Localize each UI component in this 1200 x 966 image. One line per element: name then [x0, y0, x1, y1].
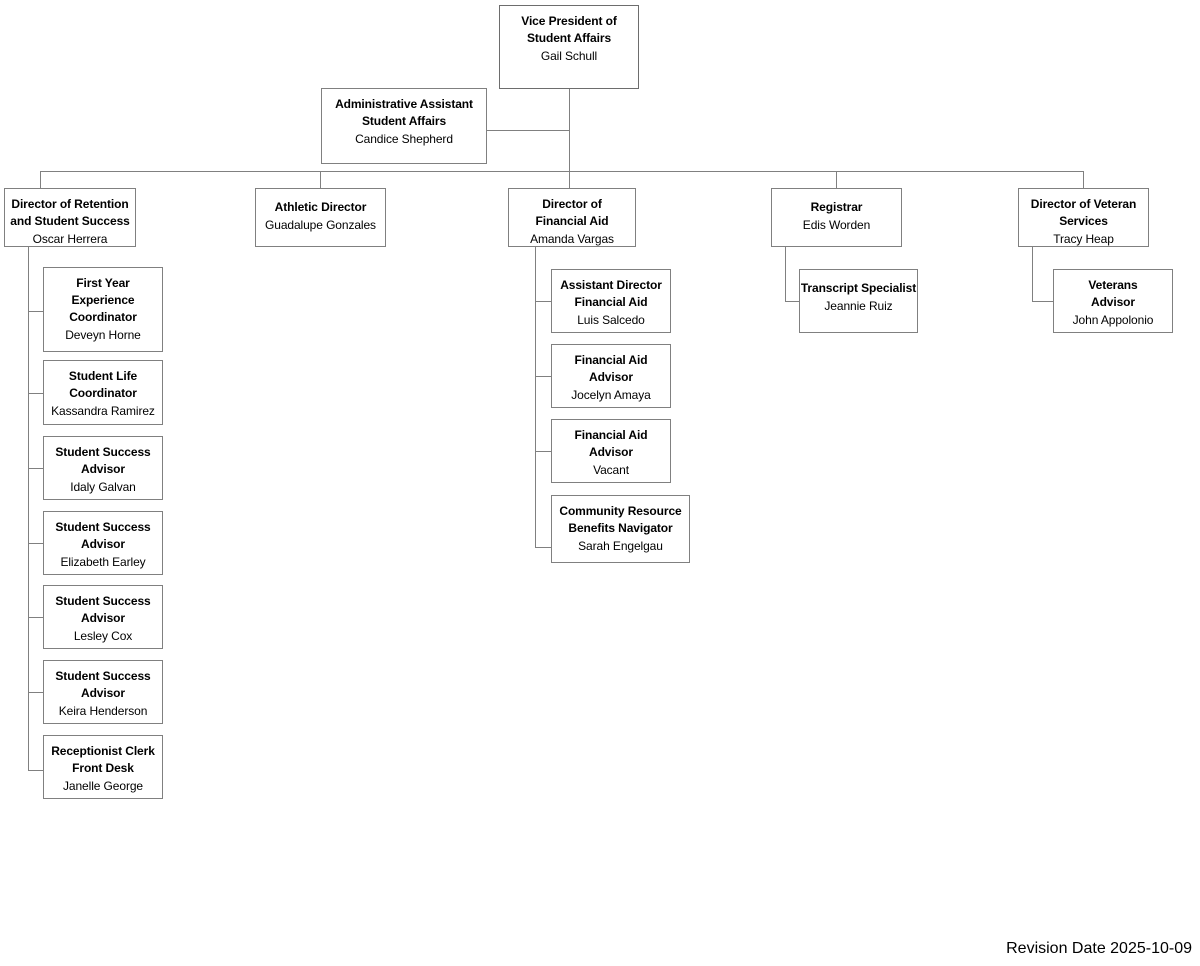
node-title: Director of Financial Aid — [535, 197, 609, 229]
node-title: Student Life Coordinator — [68, 369, 138, 401]
node-title: First Year Experience Coordinator — [69, 276, 137, 325]
node-student-life-coordinator[interactable]: Student Life Coordinator Kassandra Ramir… — [43, 360, 163, 425]
connector-director-bus — [40, 171, 1084, 172]
node-financial-aid-advisor-1[interactable]: Financial Aid Advisor Jocelyn Amaya — [551, 344, 671, 408]
connector-drop-retention — [40, 171, 41, 188]
node-registrar[interactable]: Registrar Edis Worden — [771, 188, 902, 247]
node-person: Luis Salcedo — [577, 313, 645, 328]
node-title: Financial Aid Advisor — [574, 428, 648, 460]
node-person: Idaly Galvan — [70, 480, 136, 495]
node-person: Amanda Vargas — [530, 232, 614, 247]
node-person: Gail Schull — [540, 49, 598, 64]
node-title: Veterans Advisor — [1088, 278, 1138, 310]
node-transcript-specialist[interactable]: Transcript Specialist Jeannie Ruiz — [799, 269, 918, 333]
connector-spine-veteran — [1032, 247, 1033, 302]
connector-spine-registrar — [785, 247, 786, 302]
node-director-of-veteran-services[interactable]: Director of Veteran Services Tracy Heap — [1018, 188, 1149, 247]
node-title: Financial Aid Advisor — [574, 353, 648, 385]
connector-spine-retention — [28, 247, 29, 770]
node-title: Director of Retention and Student Succes… — [10, 197, 130, 229]
node-title: Student Success Advisor — [55, 594, 151, 626]
connector-drop-athletic — [320, 171, 321, 188]
connector-elbow-community-navigator — [535, 547, 551, 548]
node-receptionist-clerk[interactable]: Receptionist Clerk Front Desk Janelle Ge… — [43, 735, 163, 799]
connector-elbow-receptionist — [28, 770, 43, 771]
node-title: Assistant Director Financial Aid — [560, 278, 662, 310]
node-person: Oscar Herrera — [32, 232, 108, 247]
node-title: Student Success Advisor — [55, 669, 151, 701]
node-person: Guadalupe Gonzales — [265, 218, 376, 233]
node-title: Student Success Advisor — [55, 445, 151, 477]
node-director-of-retention[interactable]: Director of Retention and Student Succes… — [4, 188, 136, 247]
node-financial-aid-advisor-2[interactable]: Financial Aid Advisor Vacant — [551, 419, 671, 483]
node-person: Candice Shepherd — [355, 132, 453, 147]
node-person: Jocelyn Amaya — [571, 388, 651, 403]
connector-elbow-transcript-specialist — [785, 301, 799, 302]
connector-drop-financial-aid — [569, 171, 570, 188]
node-community-resource-benefits-navigator[interactable]: Community Resource Benefits Navigator Sa… — [551, 495, 690, 563]
node-student-success-advisor-4[interactable]: Student Success Advisor Keira Henderson — [43, 660, 163, 724]
connector-elbow-student-life — [28, 393, 43, 394]
node-first-year-experience-coordinator[interactable]: First Year Experience Coordinator Deveyn… — [43, 267, 163, 352]
connector-elbow-fa-advisor-1 — [535, 376, 551, 377]
connector-elbow-fye — [28, 311, 43, 312]
node-person: Vacant — [593, 463, 629, 478]
node-athletic-director[interactable]: Athletic Director Guadalupe Gonzales — [255, 188, 386, 247]
node-person: Keira Henderson — [58, 704, 148, 719]
node-administrative-assistant[interactable]: Administrative Assistant Student Affairs… — [321, 88, 487, 164]
node-person: Jeannie Ruiz — [824, 299, 893, 314]
connector-elbow-ss-advisor-4 — [28, 692, 43, 693]
connector-elbow-ss-advisor-1 — [28, 468, 43, 469]
node-student-success-advisor-1[interactable]: Student Success Advisor Idaly Galvan — [43, 436, 163, 500]
node-person: Janelle George — [63, 779, 143, 794]
node-title: Transcript Specialist — [800, 281, 917, 295]
connector-drop-veteran — [1083, 171, 1084, 188]
node-veterans-advisor[interactable]: Veterans Advisor John Appolonio — [1053, 269, 1173, 333]
connector-elbow-ss-advisor-2 — [28, 543, 43, 544]
node-vice-president[interactable]: Vice President of Student Affairs Gail S… — [499, 5, 639, 89]
node-title: Athletic Director — [274, 200, 367, 214]
revision-date-label: Revision Date 2025-10-09 — [1006, 940, 1192, 957]
connector-elbow-fa-advisor-2 — [535, 451, 551, 452]
node-person: John Appolonio — [1072, 313, 1154, 328]
node-assistant-director-financial-aid[interactable]: Assistant Director Financial Aid Luis Sa… — [551, 269, 671, 333]
node-person: Kassandra Ramirez — [51, 404, 155, 419]
node-title: Receptionist Clerk Front Desk — [51, 744, 155, 776]
connector-elbow-veterans-advisor — [1032, 301, 1053, 302]
node-title: Community Resource Benefits Navigator — [559, 504, 682, 536]
node-director-of-financial-aid[interactable]: Director of Financial Aid Amanda Vargas — [508, 188, 636, 247]
connector-admin-assistant — [487, 130, 570, 131]
node-title: Director of Veteran Services — [1030, 197, 1137, 229]
node-person: Elizabeth Earley — [60, 555, 146, 570]
connector-drop-registrar — [836, 171, 837, 188]
connector-spine-financial-aid — [535, 247, 536, 547]
node-person: Lesley Cox — [73, 629, 133, 644]
node-title: Administrative Assistant Student Affairs — [335, 97, 473, 129]
node-student-success-advisor-3[interactable]: Student Success Advisor Lesley Cox — [43, 585, 163, 649]
node-title: Vice President of Student Affairs — [521, 14, 617, 46]
node-title: Registrar — [810, 200, 863, 214]
connector-elbow-ss-advisor-3 — [28, 617, 43, 618]
node-student-success-advisor-2[interactable]: Student Success Advisor Elizabeth Earley — [43, 511, 163, 575]
node-person: Tracy Heap — [1053, 232, 1114, 247]
node-person: Edis Worden — [802, 218, 871, 233]
connector-elbow-asst-dir-fa — [535, 301, 551, 302]
node-person: Sarah Engelgau — [578, 539, 663, 554]
node-person: Deveyn Horne — [65, 328, 141, 343]
node-title: Student Success Advisor — [55, 520, 151, 552]
